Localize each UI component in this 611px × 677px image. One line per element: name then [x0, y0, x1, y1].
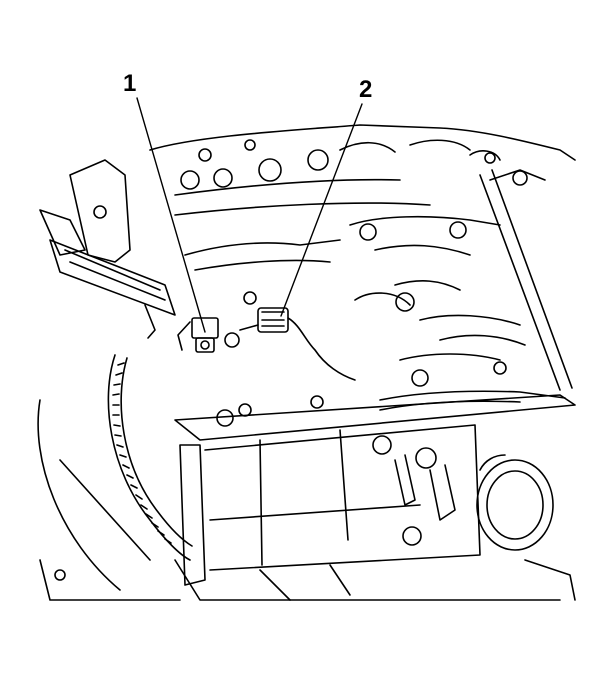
- bottom-details: [39, 559, 576, 601]
- callout-number-1: 1: [123, 70, 137, 97]
- left-bracket: [39, 159, 176, 339]
- oil-filter: [476, 454, 554, 551]
- leader-2: [280, 103, 363, 317]
- sensor-connectors: [177, 291, 356, 381]
- lower-block: [174, 390, 576, 586]
- callout-number-2: 2: [359, 76, 373, 103]
- upper-block: [149, 124, 576, 216]
- intake-manifold: [184, 150, 573, 391]
- flywheel: [37, 354, 193, 591]
- leader-1: [136, 97, 206, 333]
- callout-leaders: [136, 97, 363, 333]
